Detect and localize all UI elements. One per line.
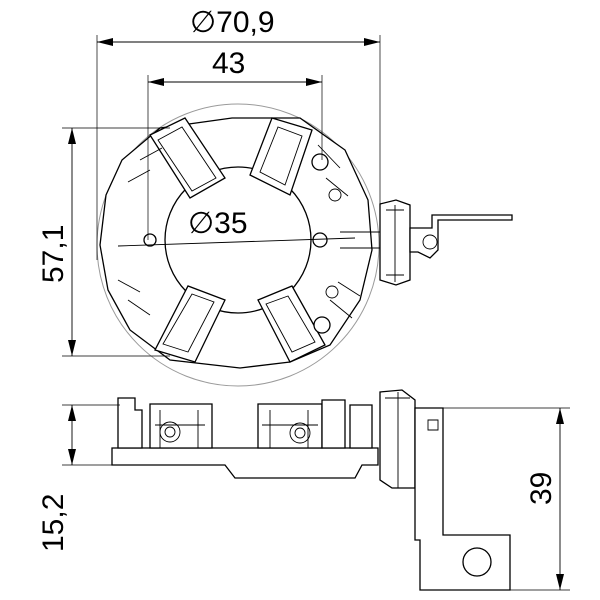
dimension-width-43: 43 bbox=[147, 47, 323, 240]
rivet-hole-bottom bbox=[313, 316, 331, 334]
inner-diameter-leader bbox=[117, 237, 356, 247]
mount-hole-left bbox=[143, 233, 157, 247]
width-43-label: 43 bbox=[212, 47, 245, 80]
side-39-label: 39 bbox=[525, 472, 558, 505]
side-holder-right bbox=[257, 399, 373, 449]
dimension-side-15: 15,2 bbox=[37, 404, 120, 552]
rivet-top-right bbox=[328, 188, 342, 202]
dimension-height-57: 57,1 bbox=[37, 127, 170, 357]
inner-bore bbox=[164, 166, 312, 314]
mount-hole-right bbox=[312, 232, 328, 248]
height-57-label: 57,1 bbox=[37, 225, 70, 283]
brush-holder-upper-left bbox=[127, 117, 226, 199]
side-connector-hole bbox=[462, 547, 492, 577]
brush-holder-lower-right bbox=[257, 281, 361, 363]
top-view: ∅35 bbox=[96, 103, 513, 387]
outer-diameter-label: ∅70,9 bbox=[190, 6, 275, 39]
side-view bbox=[111, 389, 511, 591]
dimension-outer-diameter: ∅70,9 bbox=[96, 6, 381, 260]
inner-diameter-label: ∅35 bbox=[188, 207, 248, 240]
terminal-connector bbox=[340, 199, 513, 286]
rivet-bottom-right bbox=[325, 285, 339, 299]
side-connector bbox=[379, 389, 511, 591]
brush-holder-upper-right bbox=[249, 117, 349, 197]
side-15-label: 15,2 bbox=[37, 494, 70, 552]
brush-holder-lower-left bbox=[117, 279, 226, 363]
dimension-side-39: 39 bbox=[443, 407, 570, 591]
rivet-hole-top bbox=[311, 153, 329, 171]
side-holder-left bbox=[117, 397, 213, 449]
side-base-plate bbox=[111, 447, 379, 479]
